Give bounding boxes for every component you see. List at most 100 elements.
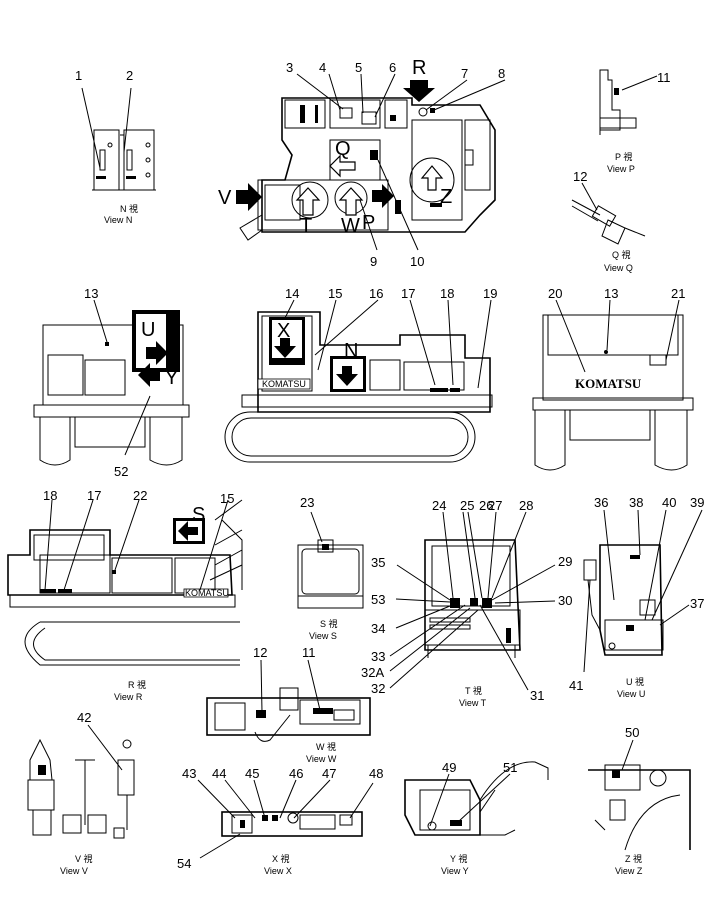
- view-u-caption-en: View U: [617, 689, 645, 699]
- callout-44: 44: [212, 766, 226, 781]
- view-r-caption-en: View R: [114, 692, 143, 702]
- view-t-caption-en: View T: [459, 698, 487, 708]
- callout-3: 3: [286, 60, 293, 75]
- callout-51: 51: [503, 760, 517, 775]
- callout-50: 50: [625, 725, 639, 740]
- view-u-caption-jp: U 視: [626, 676, 644, 687]
- callout-12b: 12: [253, 645, 267, 660]
- view-t-caption-jp: T 視: [465, 685, 482, 696]
- callout-15b: 15: [220, 491, 234, 506]
- view-w-caption-jp: W 視: [316, 741, 336, 752]
- view-z-drawing: [588, 739, 691, 851]
- arrow-letter-t: T: [300, 215, 312, 237]
- arrow-letter-x: X: [277, 320, 290, 342]
- callout-22: 22: [133, 488, 147, 503]
- callout-10: 10: [410, 254, 424, 269]
- view-v-caption-en: View V: [60, 866, 88, 876]
- arrow-letter-n: N: [344, 340, 358, 362]
- callout-46: 46: [289, 766, 303, 781]
- view-y-caption-en: View Y: [441, 866, 469, 876]
- callout-16: 16: [369, 286, 383, 301]
- callout-8: 8: [498, 66, 505, 81]
- callout-17b: 17: [87, 488, 101, 503]
- callout-32a: 32A: [361, 665, 384, 680]
- view-y-drawing: [404, 761, 549, 836]
- side-view-logo: KOMATSU: [262, 379, 306, 389]
- callout-2: 2: [126, 68, 133, 83]
- view-z-caption-en: View Z: [615, 866, 643, 876]
- callout-5: 5: [355, 60, 362, 75]
- callout-48: 48: [369, 766, 383, 781]
- view-n-drawing: [81, 87, 156, 191]
- callout-18b: 18: [43, 488, 57, 503]
- view-r-caption-jp: R 視: [128, 679, 146, 690]
- callout-37: 37: [690, 596, 704, 611]
- rear-view-left-drawing: [33, 299, 190, 466]
- callout-36: 36: [594, 495, 608, 510]
- top-view-drawing: [236, 73, 506, 251]
- callout-32: 32: [371, 681, 385, 696]
- view-p-caption-en: View P: [607, 164, 635, 174]
- view-x-caption-en: View X: [264, 866, 292, 876]
- arrow-letter-s: S: [192, 504, 205, 526]
- callout-40: 40: [662, 495, 676, 510]
- view-v-drawing: [27, 724, 135, 839]
- callout-18a: 18: [440, 286, 454, 301]
- view-p-drawing: [599, 69, 658, 135]
- callout-39: 39: [690, 495, 704, 510]
- arrow-letter-v: V: [218, 187, 232, 209]
- callout-12a: 12: [573, 169, 587, 184]
- arrow-letter-q: Q: [335, 138, 351, 160]
- callout-41: 41: [569, 678, 583, 693]
- callout-26: 26: [479, 498, 493, 513]
- callout-33: 33: [371, 649, 385, 664]
- callout-14: 14: [285, 286, 299, 301]
- callout-24: 24: [432, 498, 446, 513]
- view-y-caption-jp: Y 視: [450, 853, 467, 864]
- view-q-caption-jp: Q 視: [612, 249, 631, 260]
- callout-6: 6: [389, 60, 396, 75]
- callout-13a: 13: [84, 286, 98, 301]
- view-r-drawing: [7, 499, 243, 666]
- callout-45: 45: [245, 766, 259, 781]
- rear-view-right-drawing: [532, 299, 694, 471]
- callout-28: 28: [519, 498, 533, 513]
- callout-47: 47: [322, 766, 336, 781]
- callout-21: 21: [671, 286, 685, 301]
- arrow-letter-r: R: [412, 57, 426, 79]
- callout-25: 25: [460, 498, 474, 513]
- side-view-middle-drawing: [224, 299, 493, 463]
- callout-20: 20: [548, 286, 562, 301]
- view-n-caption-en: View N: [104, 215, 132, 225]
- callout-13b: 13: [604, 286, 618, 301]
- callout-9: 9: [370, 254, 377, 269]
- view-t-drawing: [389, 511, 556, 691]
- callout-35: 35: [371, 555, 385, 570]
- arrow-letter-y: Y: [165, 367, 178, 389]
- view-p-caption-jp: P 視: [615, 151, 632, 162]
- callout-1: 1: [75, 68, 82, 83]
- view-w-drawing: [206, 659, 371, 742]
- callout-31: 31: [530, 688, 544, 703]
- callout-7: 7: [461, 66, 468, 81]
- callout-38: 38: [629, 495, 643, 510]
- arrow-letter-z: Z: [440, 186, 452, 208]
- view-x-caption-jp: X 視: [272, 853, 290, 864]
- view-s-caption-en: View S: [309, 631, 337, 641]
- callout-54: 54: [177, 856, 191, 871]
- callout-29: 29: [558, 554, 572, 569]
- callout-43: 43: [182, 766, 196, 781]
- callout-42: 42: [77, 710, 91, 725]
- callout-52: 52: [114, 464, 128, 479]
- arrow-letter-w: W: [341, 215, 360, 237]
- callout-11b: 11: [302, 645, 316, 660]
- callout-30: 30: [558, 593, 572, 608]
- callout-27: 27: [488, 498, 502, 513]
- view-u-drawing: [583, 509, 703, 673]
- arrow-letter-p: P: [362, 212, 375, 234]
- view-s-drawing: [297, 511, 364, 609]
- callout-23: 23: [300, 495, 314, 510]
- view-w-caption-en: View W: [306, 754, 337, 764]
- callout-11a: 11: [657, 70, 671, 85]
